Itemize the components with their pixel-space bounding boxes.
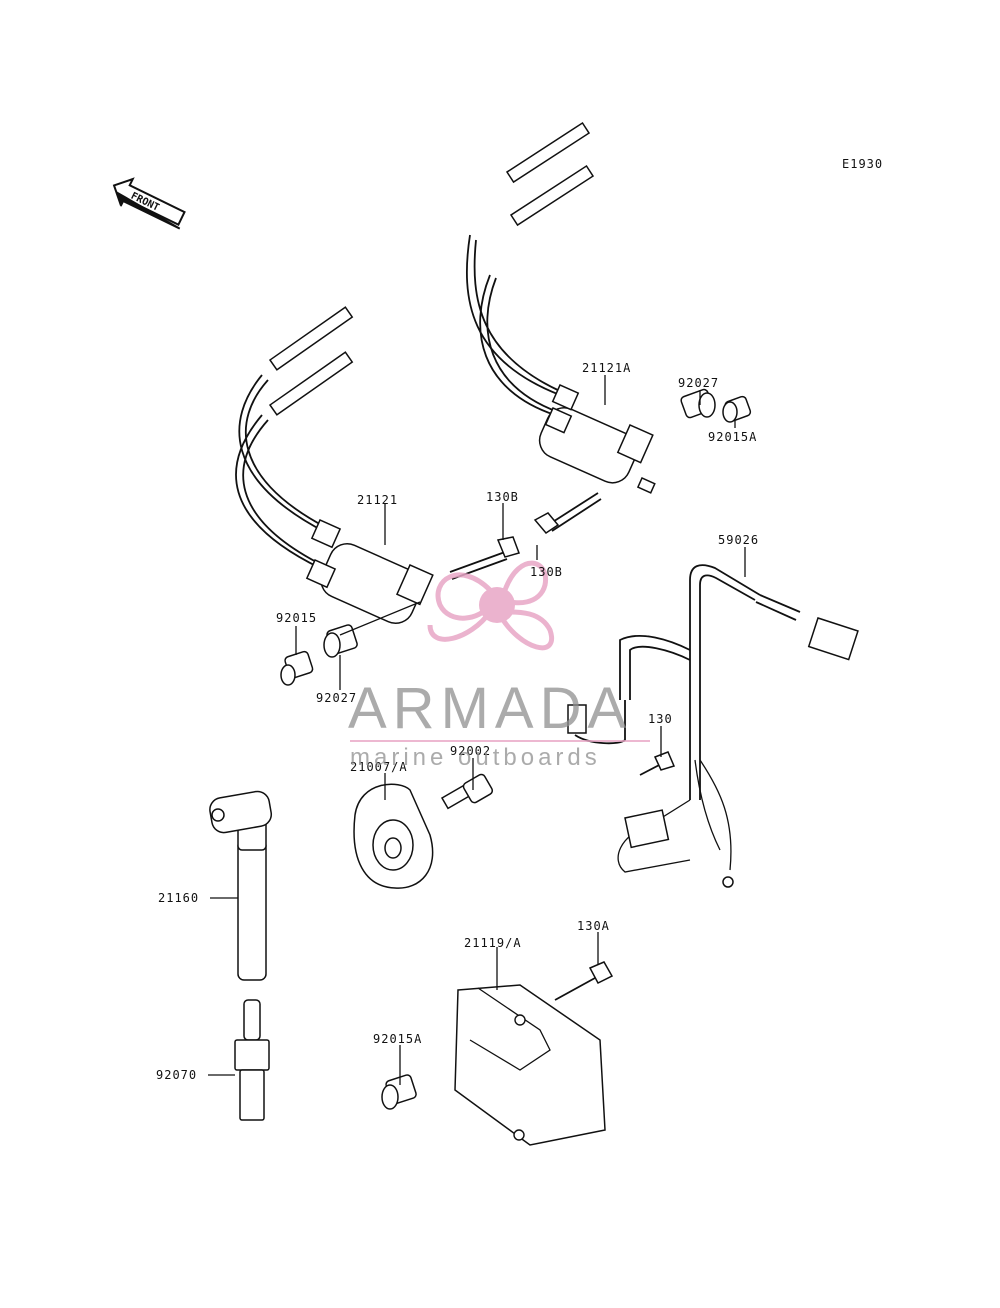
- collar-igniter: [381, 1074, 417, 1110]
- bolt-igniter: [554, 961, 614, 1001]
- callout-collar-rear: 92015A: [708, 430, 758, 444]
- callout-bolt-pickup: 130: [648, 712, 673, 726]
- spark-plug: [234, 999, 270, 1121]
- igniter: [454, 984, 606, 1146]
- callout-collar-front: 92015: [276, 611, 318, 625]
- callout-coil-rear: 21121A: [582, 361, 632, 375]
- callout-spacer-rear: 92027: [678, 376, 720, 390]
- ignition-coil-front: [235, 306, 434, 625]
- front-arrow-icon: FRONT: [112, 177, 186, 230]
- watermark-divider: [350, 740, 650, 742]
- watermark-tagline: marine outboards: [350, 744, 601, 771]
- spacer-front: [323, 601, 421, 658]
- diagram-code: E1930: [842, 157, 884, 171]
- watermark-propeller-icon: [427, 560, 555, 651]
- spark-plug-cap: [209, 790, 273, 981]
- bolt-upper: [533, 492, 602, 534]
- callout-screw: 92002: [450, 744, 492, 758]
- watermark-brand: ARMADA: [348, 676, 633, 741]
- callout-plug-cap: 21160: [158, 891, 200, 905]
- collar-rear: [722, 395, 752, 423]
- bolt-pickup: [639, 751, 676, 776]
- collar-front: [280, 650, 314, 686]
- callout-bolt-lower: 130B: [530, 565, 563, 579]
- callout-igniter: 21119/A: [464, 936, 522, 950]
- screw: [440, 773, 494, 810]
- leader-lines: [208, 375, 746, 1085]
- callout-spark-plug: 92070: [156, 1068, 198, 1082]
- ignition-coil-rear: [465, 121, 656, 494]
- callout-bolt-upper: 130B: [486, 490, 519, 504]
- callout-harness: 59026: [718, 533, 760, 547]
- timing-rotor: [353, 783, 434, 889]
- callout-coil-front: 21121: [357, 493, 399, 507]
- wiring-harness: [567, 564, 859, 888]
- callout-timing-rotor: 21007/A: [350, 760, 408, 774]
- callout-collar-igniter: 92015A: [373, 1032, 423, 1046]
- spacer-rear: [680, 388, 716, 419]
- callout-bolt-igniter: 130A: [577, 919, 610, 933]
- callout-spacer-front: 92027: [316, 691, 358, 705]
